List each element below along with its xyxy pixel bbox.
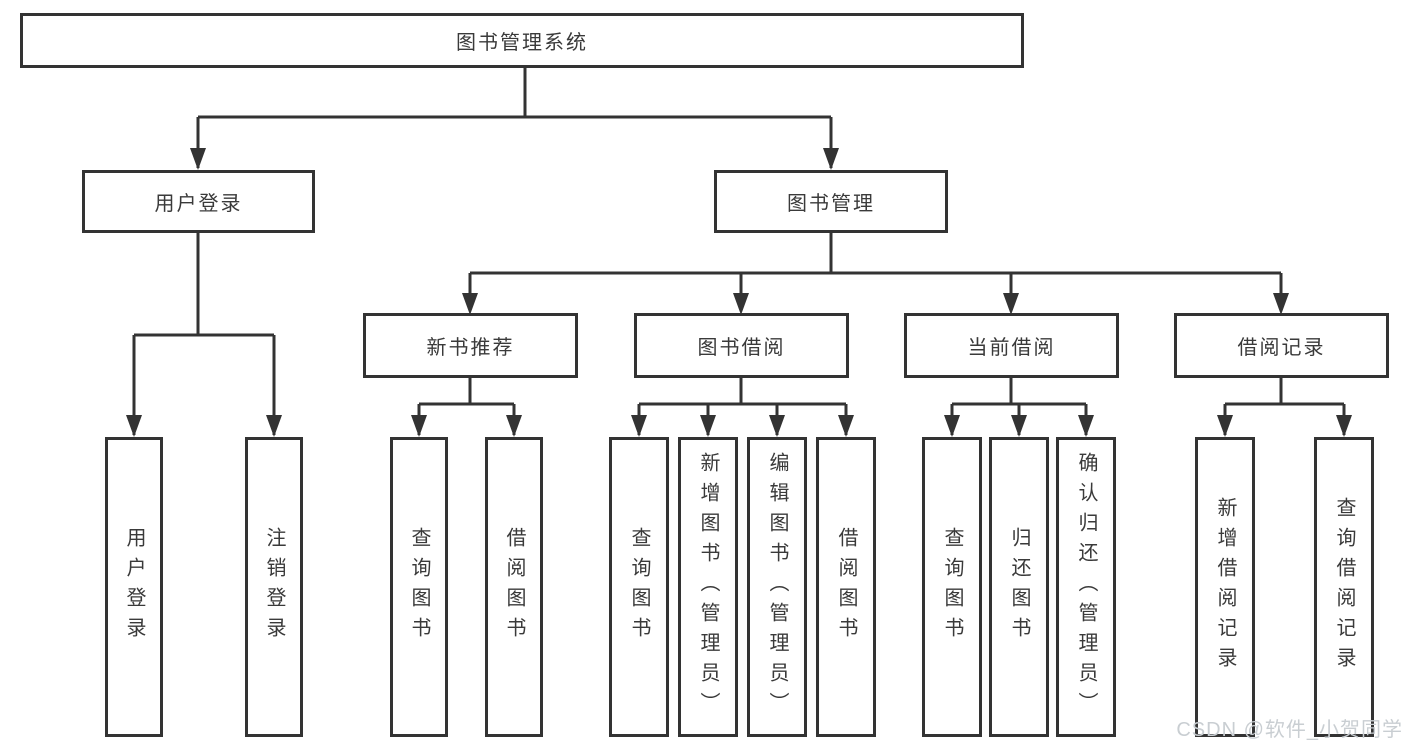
leaf-query-book-3-label: 查询图书: [941, 527, 963, 647]
leaf-return-book: 归还图书: [989, 437, 1049, 737]
node-current-borrow: 当前借阅: [904, 313, 1119, 378]
node-borrow-record-label: 借阅记录: [1237, 337, 1326, 359]
node-user-login: 用户登录: [82, 170, 315, 233]
leaf-query-book-2: 查询图书: [609, 437, 669, 737]
node-book-borrow: 图书借阅: [634, 313, 849, 378]
leaf-logout-label: 注销登录: [263, 527, 285, 647]
leaf-query-book-1-label: 查询图书: [408, 527, 430, 647]
leaf-user-login-label: 用户登录: [123, 527, 145, 647]
node-borrow-record: 借阅记录: [1174, 313, 1389, 378]
csdn-watermark: CSDN @软件_小贺同学: [1176, 719, 1403, 741]
leaf-add-book-label: 新增图书（管理员）: [697, 452, 719, 722]
leaf-query-borrow-record-label: 查询借阅记录: [1333, 497, 1355, 677]
node-root-system: 图书管理系统: [20, 13, 1024, 68]
leaf-edit-book-label: 编辑图书（管理员）: [766, 452, 788, 722]
leaf-query-book-1: 查询图书: [390, 437, 448, 737]
node-new-book-recommend-label: 新书推荐: [426, 337, 515, 359]
leaf-confirm-return-label: 确认归还（管理员）: [1075, 452, 1097, 722]
node-current-borrow-label: 当前借阅: [967, 337, 1056, 359]
leaf-borrow-book-2: 借阅图书: [816, 437, 876, 737]
leaf-borrow-book-1-label: 借阅图书: [503, 527, 525, 647]
leaf-borrow-book-1: 借阅图书: [485, 437, 543, 737]
leaf-return-book-label: 归还图书: [1008, 527, 1030, 647]
node-new-book-recommend: 新书推荐: [363, 313, 578, 378]
leaf-query-book-3: 查询图书: [922, 437, 982, 737]
leaf-add-borrow-record-label: 新增借阅记录: [1214, 497, 1236, 677]
leaf-user-login: 用户登录: [105, 437, 163, 737]
leaf-add-borrow-record: 新增借阅记录: [1195, 437, 1255, 737]
leaf-add-book: 新增图书（管理员）: [678, 437, 738, 737]
node-book-management: 图书管理: [714, 170, 948, 233]
leaf-query-book-2-label: 查询图书: [628, 527, 650, 647]
node-book-management-label: 图书管理: [787, 193, 875, 215]
leaf-logout: 注销登录: [245, 437, 303, 737]
node-root-label: 图书管理系统: [456, 32, 588, 54]
node-user-login-label: 用户登录: [154, 193, 243, 215]
leaf-edit-book: 编辑图书（管理员）: [747, 437, 807, 737]
leaf-query-borrow-record: 查询借阅记录: [1314, 437, 1374, 737]
node-book-borrow-label: 图书借阅: [697, 337, 786, 359]
leaf-confirm-return: 确认归还（管理员）: [1056, 437, 1116, 737]
leaf-borrow-book-2-label: 借阅图书: [835, 527, 857, 647]
